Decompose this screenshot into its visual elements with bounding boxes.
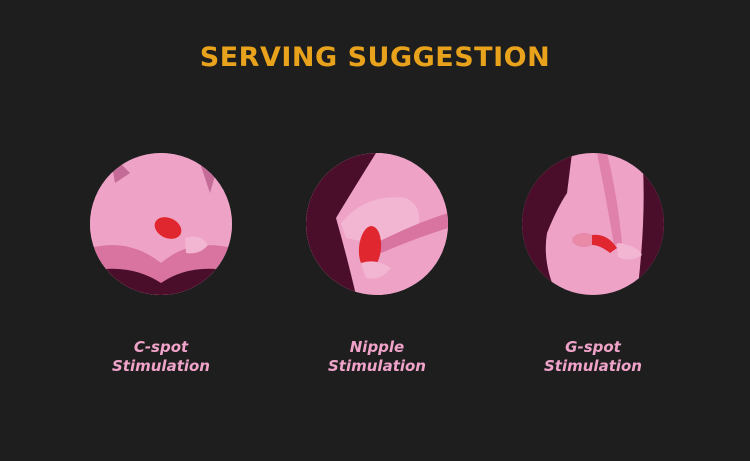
caption-2: Nipple Stimulation (305, 338, 449, 376)
caption-2-line1: Nipple (349, 338, 405, 356)
illustration-1 (90, 153, 232, 295)
suggestion-card-3: G-spot Stimulation (521, 153, 665, 376)
caption-3-line2: Stimulation (544, 357, 642, 375)
caption-1-line1: C-spot (133, 338, 189, 356)
illustration-graphic-icon (90, 153, 232, 295)
caption-2-line2: Stimulation (328, 357, 426, 375)
caption-3-line1: G-spot (565, 338, 621, 356)
illustration-graphic-icon (306, 153, 448, 295)
caption-3: G-spot Stimulation (521, 338, 665, 376)
illustration-2 (306, 153, 448, 295)
suggestion-card-2: Nipple Stimulation (305, 153, 449, 376)
caption-1-line2: Stimulation (112, 357, 210, 375)
page-title: SERVING SUGGESTION (199, 42, 551, 73)
suggestion-card-1: C-spot Stimulation (89, 153, 233, 376)
illustration-3 (522, 153, 664, 295)
illustration-graphic-icon (522, 153, 664, 295)
caption-1: C-spot Stimulation (89, 338, 233, 376)
